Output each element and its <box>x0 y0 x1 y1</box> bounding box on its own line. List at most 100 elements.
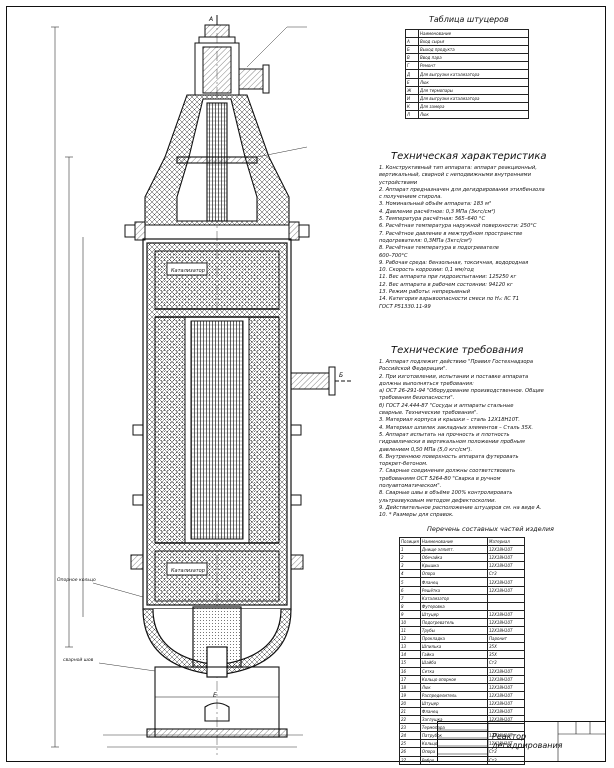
table-cell: 27 <box>399 755 421 765</box>
table-cell: Трубы <box>419 626 489 636</box>
table-cell: 20 <box>399 698 421 708</box>
table-cell: Распределитель <box>419 690 489 700</box>
table-cell: Решётка <box>419 585 489 595</box>
table-cell: Ст3 <box>487 569 525 579</box>
table-cell: 16 <box>399 666 421 676</box>
note-line: вертикальный, сварной с неподвижными вну… <box>379 172 531 179</box>
note-line: Российской Федерации". <box>379 366 448 373</box>
table-cell: 12Х18Н10Т <box>487 666 525 676</box>
table-cell: 9 <box>399 609 421 619</box>
table-cell: 12Х18Н10Т <box>487 545 525 555</box>
note-line: 600–700°С <box>379 252 408 259</box>
tech-characteristics-title: Техническая характеристика <box>391 151 547 162</box>
table-cell: В <box>405 53 419 63</box>
table-cell: 18 <box>399 682 421 692</box>
label-nozzle-b: Б <box>339 372 343 379</box>
table-cell: 35Х <box>487 642 525 652</box>
table-cell: Люк <box>418 109 529 120</box>
note-line: 5. Аппарат испытать на прочность и плотн… <box>379 431 510 438</box>
table-cell: Прокладка <box>419 634 489 644</box>
note-line: 12. Вес аппарата в рабочем состоянии: 94… <box>379 281 513 288</box>
table-cell: 7 <box>399 593 421 603</box>
table-cell: 21 <box>399 706 421 717</box>
note-line: ультразвуковым методом дефектоскопии. <box>379 497 497 504</box>
table-cell: 12 <box>399 634 421 644</box>
table-cell: И <box>405 93 419 103</box>
table-cell: 12Х18Н10Т <box>487 577 525 587</box>
label-nozzle-a: А <box>208 16 213 23</box>
note-line: ГОСТ Р51330.11-99 <box>379 303 431 310</box>
table-cell: 35Х <box>487 650 525 660</box>
note-line: 4. Материал шпилек закладных элементов –… <box>379 424 534 431</box>
table-cell: 12Х18Н10Т <box>487 682 525 692</box>
note-line: 2. Аппарат предназначен для дегидрирован… <box>379 186 545 193</box>
table-cell: Паронит <box>487 634 525 644</box>
note-line: должны выполняться требования: <box>379 380 474 387</box>
table-cell: Катализатор <box>419 593 489 603</box>
note-line: 9. Рабочая среда: бензольная, токсичная,… <box>379 259 529 266</box>
table-cell: Фланец <box>419 706 489 717</box>
table-cell: 12Х18Н10Т <box>487 585 525 595</box>
drawing-sheet: Катализатор Катализатор <box>6 6 606 765</box>
lower-bed: Катализатор <box>154 550 280 602</box>
table-cell: Подогреватель <box>419 617 489 628</box>
table-cell: Фланец <box>419 577 489 587</box>
leader-lines <box>92 26 308 672</box>
bed-label-lower: Катализатор <box>171 568 205 574</box>
table-row: Наименование <box>405 28 529 39</box>
table-cell: Для термопары <box>418 85 529 95</box>
table-cell: 24 <box>399 731 421 741</box>
parts-list-title: Перечень составных частей изделия <box>427 525 554 533</box>
table-cell: Шпилька <box>419 642 489 652</box>
tech-requirements-title: Технические требования <box>391 345 524 356</box>
table-cell: 12Х18Н10Т <box>487 626 525 636</box>
note-line: требования безопасности". <box>379 395 455 402</box>
tech-characteristics-list: 1. Конструктивный тип аппарата: аппарат … <box>379 165 601 311</box>
table-cell: Штуцер <box>419 609 489 619</box>
table-cell: 22 <box>399 715 421 725</box>
table-cell: 1 <box>399 545 421 555</box>
table-cell: 26 <box>399 747 421 757</box>
drawing-name: Реактор дегидрирования <box>492 732 563 750</box>
upper-head <box>144 94 290 226</box>
table-cell: Крышка <box>419 561 489 571</box>
table-cell: Д <box>405 69 419 79</box>
table-cell: 6 <box>399 585 421 595</box>
note-line: 8. Сварные швы в объёме 100% контролиров… <box>379 490 513 497</box>
table-cell: 15 <box>399 658 421 668</box>
table-cell: Кольцо опорное <box>419 674 489 684</box>
note-line: 1. Конструктивный тип аппарата: аппарат … <box>379 165 537 171</box>
note-line: 2. При изготовлении, испытании и поставк… <box>379 373 529 380</box>
note-line: с получением стирола. <box>379 194 443 201</box>
table-cell: 12Х18Н10Т <box>487 609 525 619</box>
note-line: б) ГОСТ 24.444-87 "Сосуды и аппараты ста… <box>379 402 514 409</box>
note-line: устройствами <box>379 179 418 186</box>
table-cell: 3 <box>399 561 421 571</box>
note-line: 5. Температура расчётная: 565–640 °С <box>379 216 486 223</box>
note-line: гидравлически в вертикальном положении п… <box>379 439 525 446</box>
table-cell: К <box>405 101 419 111</box>
reactor-drawing: Катализатор Катализатор <box>51 15 351 755</box>
central-heater <box>154 316 280 544</box>
table-cell: Днище эллипт. <box>419 545 489 555</box>
table-cell: Г <box>405 61 419 71</box>
table-cell: Е <box>405 77 419 87</box>
table-cell: Для выгрузки катализатора <box>418 93 529 103</box>
note-line: 8. Расчётная температура в подогревателе <box>379 245 499 252</box>
table-cell: 10 <box>399 617 421 628</box>
title-block-grid <box>438 722 606 762</box>
